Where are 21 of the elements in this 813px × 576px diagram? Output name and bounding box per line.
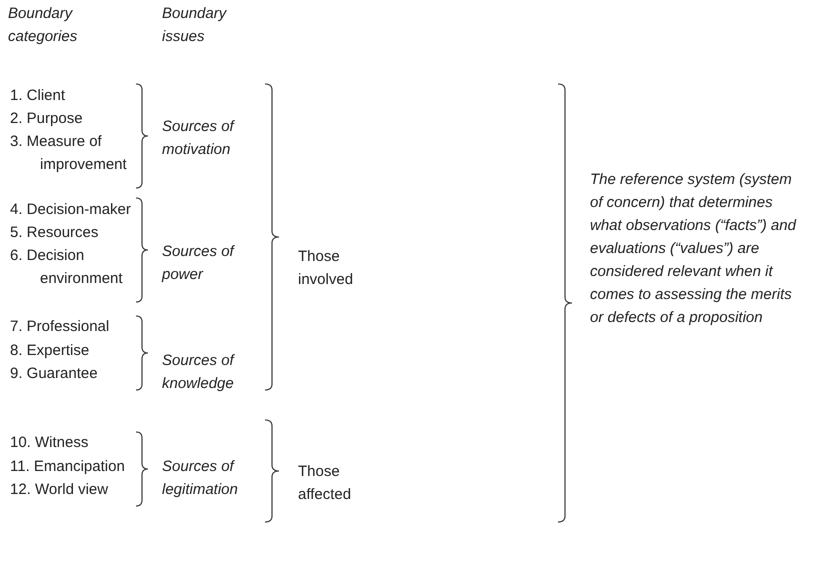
category-item: 12. World view	[10, 480, 110, 500]
column-heading: Boundary issues	[162, 4, 228, 47]
issue-label: Sources of legitimation	[162, 457, 239, 500]
category-item: 8. Expertise	[10, 341, 90, 361]
issue-label: Sources of power	[162, 242, 236, 285]
category-item: 6. Decision environment	[10, 246, 124, 289]
issue-label: Sources of knowledge	[162, 351, 236, 394]
category-item: 9. Guarantee	[10, 364, 99, 384]
category-item: 3. Measure of improvement	[10, 132, 128, 175]
issue-label: Sources of motivation	[162, 117, 236, 160]
group-label: Those involved	[298, 247, 354, 290]
category-item: 2. Purpose	[10, 109, 84, 129]
group-label: Those affected	[298, 462, 352, 505]
category-item: 1. Client	[10, 86, 66, 106]
category-item: 11. Emancipation	[10, 457, 126, 477]
column-heading: Boundary categories	[8, 4, 78, 47]
category-item: 4. Decision-maker	[10, 200, 132, 220]
category-item: 7. Professional	[10, 317, 110, 337]
category-item: 5. Resources	[10, 223, 100, 243]
description-text: The reference system (system of concern) that determines what observations (“facts”) and evaluations (“values”) are considered relevant when it comes to assessing the merits or defects of a proposition	[590, 170, 798, 328]
category-item: 10. Witness	[10, 433, 90, 453]
